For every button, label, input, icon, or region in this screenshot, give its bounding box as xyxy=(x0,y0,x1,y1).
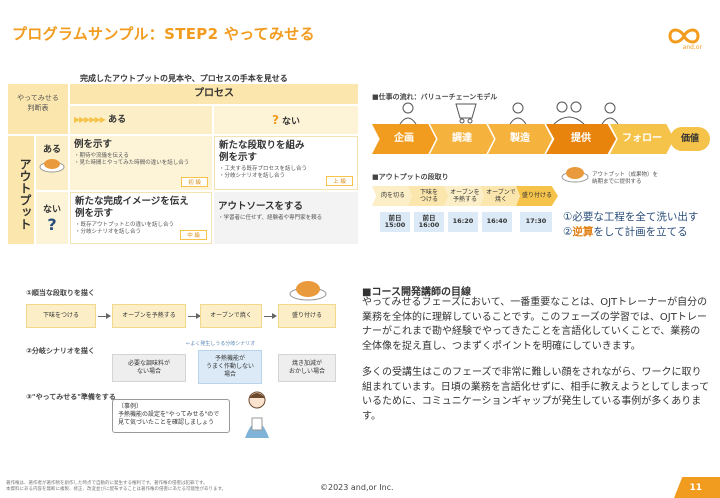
vc-step-follow: フォロー xyxy=(610,124,674,154)
arrow-icon xyxy=(264,313,277,319)
col-have-label: ある xyxy=(108,115,127,125)
row-have-label: ある xyxy=(42,145,61,155)
level-badge: 中 級 xyxy=(180,230,207,240)
flow-heading-1: ①順当な段取りを描く xyxy=(26,289,95,297)
row-none-label: ない xyxy=(42,205,61,215)
output-note: アウトプット（成果物）を 納期までに提供する xyxy=(592,172,659,186)
proc-bake: オーブンで 焼く xyxy=(480,186,522,206)
col-none-label: ない xyxy=(282,117,301,127)
value-chain-caption: ■仕事の流れ：バリューチェーンモデル xyxy=(372,93,498,101)
time-slot: 17:30 xyxy=(520,212,552,232)
value-badge: 価値 xyxy=(670,127,710,151)
takeaway-num: ② xyxy=(563,225,573,238)
note-text: 予熱機能の設定を"やってみせる"ので 見て気づいたことを確認しましょう xyxy=(118,411,220,427)
vc-step-deliver: 提供 xyxy=(546,124,616,154)
cell-line: ・工夫する既存プロセスを話し合う xyxy=(219,165,308,172)
takeaway-2: をして計画を立てる xyxy=(593,225,688,238)
copyright-notice: 著作権は、著作者が著作物を創作した時点で自動的に発生する権利です。著作権の侵害は… xyxy=(6,481,227,492)
timeline-takeaways: ①必要な工程を全て洗い出す ②逆算をして計画を立てる xyxy=(563,210,698,239)
branch-scenario-label: ←よく発生しうる分岐シナリオ xyxy=(186,341,256,347)
matrix-cell-none-none: アウトソースをする ・学習者に任せず、経験者や専門家を頼る xyxy=(214,192,358,244)
cell-line: ・分岐シナリオを話し合う xyxy=(75,229,142,236)
cell-line: ・見た時間とやってみた時間の違いを話し合う xyxy=(74,160,190,167)
copyright: ©2023 and,or Inc. xyxy=(320,483,394,492)
time-slot: 16:20 xyxy=(448,212,478,232)
cell-line: ・期待や流儀を伝える xyxy=(74,152,129,159)
page-number: 11 xyxy=(689,483,702,493)
vc-step-procure: 調達 xyxy=(430,124,494,154)
matrix-row-none: ない ? xyxy=(36,192,68,244)
matrix-process-header: プロセス xyxy=(70,84,358,104)
proc-preheat: オーブンを 予熱する xyxy=(444,186,486,206)
arrow-chevrons-icon: ▶▶▶▶▶▶ xyxy=(74,115,106,124)
and-or-logo-icon xyxy=(668,28,700,44)
flow-heading-3: ③"やってみせる"準備をする xyxy=(26,393,116,401)
proc-season: 下味を つける xyxy=(408,186,450,206)
flow-heading-2: ②分岐シナリオを描く xyxy=(26,347,95,355)
cell-line: ・学習者に任せず、経験者や専門家を頼る xyxy=(218,214,323,221)
logo-text: and,or xyxy=(682,44,702,51)
takeaway-1: 必要な工程を全て洗い出す xyxy=(572,211,699,223)
coach-view-body: やってみせるフェーズにおいて、一番重要なことは、OJTトレーナーが自分の業務を全… xyxy=(362,296,710,424)
cell-line: ・分岐シナリオを話し合う xyxy=(219,173,286,180)
time-slot: 前日 15:00 xyxy=(380,212,410,232)
matrix-caption: 完成したアウトプットの見本や、プロセスの手本を見せる xyxy=(80,74,288,83)
level-badge: 初 級 xyxy=(181,177,208,187)
trainer-woman-icon xyxy=(245,391,269,438)
takeaway-num: ① xyxy=(563,211,573,223)
matrix-cell-have-have: 例を示す ・期待や流儀を伝える ・見た時間とやってみた時間の違いを話し合う 初 … xyxy=(70,136,212,190)
cell-title: 新たな段取りを組み 例を示す xyxy=(219,140,305,163)
page-number-tab xyxy=(674,477,720,498)
cell-title: 新たな完成イメージを伝え 例を示す xyxy=(75,196,189,219)
matrix-cell-none-have: 新たな完成イメージを伝え 例を示す ・既存アウトプットとの違いを話し合う ・分岐… xyxy=(70,192,212,244)
flow-step-season: 下味をつける xyxy=(26,304,96,328)
roast-chicken-icon xyxy=(39,159,65,173)
question-mark-icon: ? xyxy=(47,215,57,234)
matrix-corner: やってみせる 判断表 xyxy=(8,84,68,134)
cell-title: アウトソースをする xyxy=(218,201,304,212)
flow-step-bake: オーブンで焼く xyxy=(200,304,262,328)
matrix-row-have: ある xyxy=(36,136,68,190)
coach-view-heading: ■コース開発講師の目線 xyxy=(362,287,471,298)
workers-illustration-icon xyxy=(399,101,619,124)
example-note: 〔事例〕 予熱機能の設定を"やってみせる"ので 見て気づいたことを確認しましょう xyxy=(112,399,230,433)
time-slot: 前日 16:00 xyxy=(414,212,444,232)
proc-plate: 盛り付ける xyxy=(516,186,558,206)
cell-title: 例を示す xyxy=(74,139,113,150)
coach-paragraph-2: 多くの受講生はこのフェーズで非常に難しい顔をされながら、ワークに取り組まれていま… xyxy=(362,367,710,422)
scenario-no-seasoning: 必要な調味料が ない場合 xyxy=(112,354,186,382)
takeaway-highlight: 逆算 xyxy=(572,225,594,238)
question-mark-icon: ? xyxy=(271,113,279,127)
vc-step-manufacture: 製造 xyxy=(488,124,552,154)
vc-step-plan: 企画 xyxy=(372,124,436,154)
judgment-matrix: やってみせる 判断表 プロセス ▶▶▶▶▶▶ ある ? ない アウトプット ある… xyxy=(8,84,358,244)
output-steps-caption: ■アウトプットの段取り xyxy=(372,173,449,181)
flow-step-plate: 盛り付ける xyxy=(278,304,336,328)
arrow-icon xyxy=(188,313,201,319)
flow-step-preheat: オーブンを予熱する xyxy=(112,304,186,328)
matrix-cell-have-none: 新たな段取りを組み 例を示す ・工夫する既存プロセスを話し合う ・分岐シナリオを… xyxy=(214,136,358,190)
arrow-icon xyxy=(98,313,111,319)
note-head: 〔事例〕 xyxy=(118,403,143,410)
cell-line: ・既存アウトプットとの違いを話し合う xyxy=(75,221,174,228)
matrix-col-none: ? ない xyxy=(214,106,358,134)
scenario-preheat-fail: 予熱機能が うまく作動しない 場合 xyxy=(198,350,262,384)
roast-chicken-icon xyxy=(561,167,589,183)
time-slot: 16:40 xyxy=(482,212,512,232)
coach-paragraph-1: やってみせるフェーズにおいて、一番重要なことは、OJTトレーナーが自分の業務を全… xyxy=(362,297,708,352)
scenario-bake-odd: 焼き加減が おかしい場合 xyxy=(278,354,336,382)
page-title: プログラムサンプル：STEP2 やってみせる xyxy=(12,25,315,43)
roast-chicken-icon xyxy=(289,281,327,301)
proc-cut-meat: 肉を切る xyxy=(372,186,414,206)
matrix-col-have: ▶▶▶▶▶▶ ある xyxy=(70,106,212,134)
level-badge: 上 級 xyxy=(326,176,353,186)
matrix-side-output: アウトプット xyxy=(8,136,34,244)
